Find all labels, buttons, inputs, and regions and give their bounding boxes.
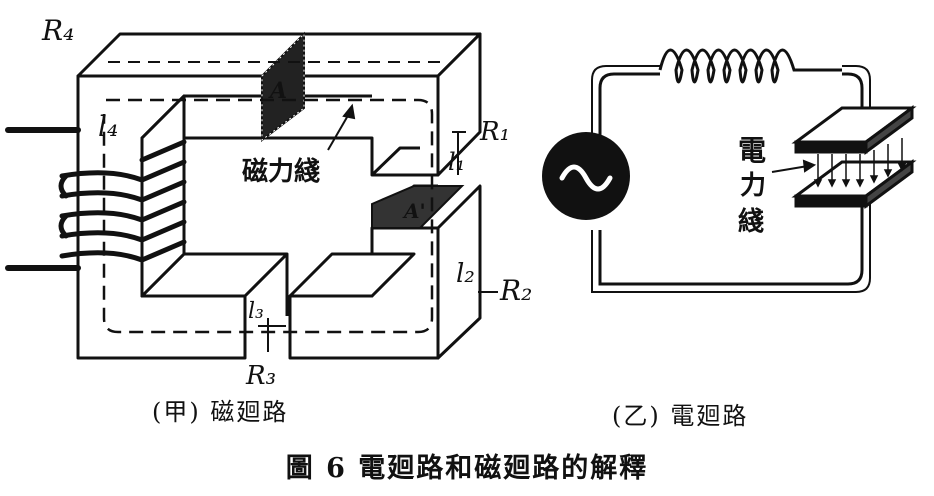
field-label-char-2: 力: [740, 171, 766, 201]
field-label-char-3: 綫: [738, 206, 764, 237]
reluctance-label-r2: R₂: [499, 274, 532, 307]
subcaption-electric: (乙) 電廻路: [612, 402, 749, 430]
inductor-coil: [658, 48, 842, 84]
electric-circuit-panel: [591, 48, 917, 293]
flux-label: 磁力綫: [242, 156, 320, 187]
inner-step-edges: [370, 146, 420, 177]
field-label-char-1: 電: [738, 134, 766, 167]
length-label-l2: l₂: [456, 259, 475, 289]
circuit-wire-inner: [591, 65, 871, 293]
reluctance-label-r1: R₁: [479, 117, 510, 147]
reluctance-label-r3: R₃: [245, 361, 276, 391]
circuit-wire-outer: [598, 72, 864, 286]
core-right-face-lower: [436, 184, 482, 360]
subcaption-magnetic: (甲) 磁廻路: [152, 398, 289, 426]
cross-section-a: [261, 31, 305, 143]
winding-coil: [58, 139, 187, 263]
cross-section-a-prime: [371, 185, 465, 229]
length-label-l3: l₃: [248, 299, 264, 324]
field-lines: [813, 138, 907, 188]
core-right-face-upper: [436, 32, 482, 177]
area-label-2: A': [402, 199, 426, 223]
capacitor-plate-top-side: [864, 105, 914, 155]
length-label-l1: l₁: [448, 148, 465, 176]
length-label-l4: l₄: [98, 110, 118, 143]
gap-markers: [258, 131, 498, 352]
flux-arrow: [327, 103, 356, 151]
capacitor-plate-top-edge: [794, 140, 868, 154]
capacitor-plate-bottom-side: [864, 159, 914, 209]
field-label-arrow: [771, 159, 817, 173]
figure-caption: 圖 6 電廻路和磁廻路的解釋: [285, 453, 649, 484]
ac-source: [542, 132, 630, 220]
gap-right-block-top: [288, 252, 416, 298]
area-label: A: [268, 78, 287, 104]
capacitor-plate-bottom-edge: [794, 194, 868, 208]
reluctance-label-r4: R₄: [41, 14, 74, 47]
